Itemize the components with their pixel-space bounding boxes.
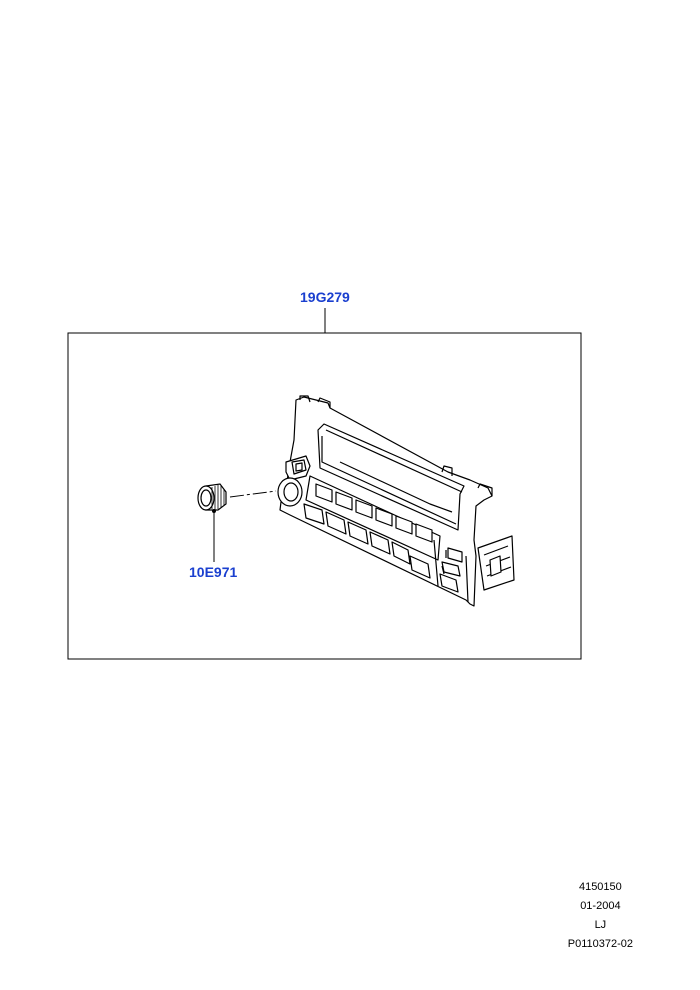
knob-part-number: 10E971	[189, 564, 238, 580]
button-grid	[303, 475, 469, 603]
reference-number: P0110372-02	[567, 938, 633, 950]
illustration-number: 4150150	[578, 881, 622, 893]
knob-leader-dot	[212, 509, 216, 513]
model-code: LJ	[594, 919, 607, 931]
illustration-date: 01-2004	[580, 900, 621, 912]
illustration-info: 4150150 01-2004 LJ P0110372-02	[568, 878, 633, 954]
assembly-part-number: 19G279	[300, 289, 350, 305]
control-knob	[197, 483, 227, 511]
knob-guide-line	[229, 490, 277, 498]
climate-control-panel	[277, 395, 515, 607]
